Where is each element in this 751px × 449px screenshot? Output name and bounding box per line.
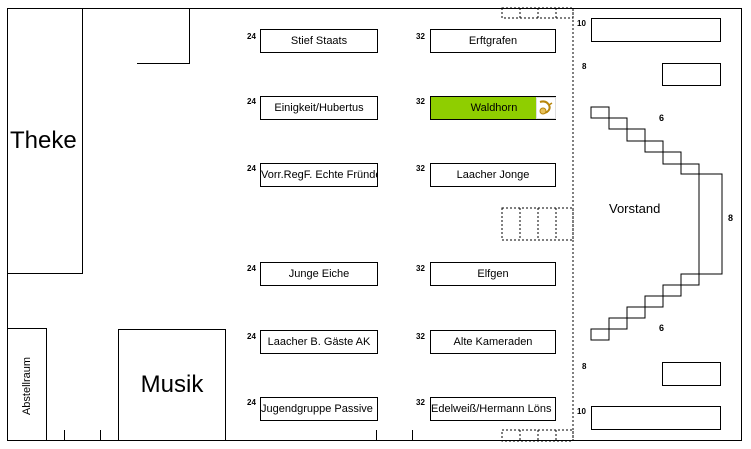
seat-count: 32	[416, 332, 425, 341]
table-box	[591, 406, 721, 430]
seat-count: 24	[247, 32, 256, 41]
wall-segment	[137, 63, 190, 64]
door-tick	[412, 430, 413, 441]
theke-area: Theke	[7, 8, 83, 274]
table-label: Alte Kameraden	[430, 330, 556, 354]
abstellraum-area: Abstellraum	[7, 328, 47, 441]
musik-label: Musik	[140, 371, 204, 398]
seat-count: 32	[416, 97, 425, 106]
seat-count: 8	[582, 362, 587, 371]
wall-segment	[189, 8, 190, 64]
table-label: Waldhorn	[470, 102, 518, 114]
door-tick	[376, 430, 377, 441]
horn-icon[interactable]	[536, 97, 556, 119]
table-label: Laacher Jonge	[430, 163, 556, 187]
door-tick	[100, 430, 101, 441]
table-label: Jugendgruppe Passive	[260, 397, 378, 421]
seat-count: 8	[582, 62, 587, 71]
seat-count: 32	[416, 264, 425, 273]
table-label: Stief Staats	[260, 29, 378, 53]
table-label: Einigkeit/Hubertus	[260, 96, 378, 120]
table-label: Vorr.RegF. Echte Fründe	[260, 163, 378, 187]
seat-count: 32	[416, 32, 425, 41]
seat-count-vorstand-side: 8	[728, 213, 734, 223]
seat-count: 24	[247, 264, 256, 273]
table-label: Erftgrafen	[430, 29, 556, 53]
table-box	[662, 362, 721, 386]
table-label: Junge Eiche	[260, 262, 378, 286]
table-box	[662, 63, 721, 86]
musik-area: Musik	[118, 329, 226, 441]
table-label: Laacher B. Gäste AK	[260, 330, 378, 354]
table-label: Edelweiß/Hermann Löns	[430, 397, 556, 421]
seat-count: 24	[247, 398, 256, 407]
seat-count-lower-stair: 6	[659, 323, 665, 333]
seat-count: 10	[577, 19, 586, 28]
table-box	[591, 18, 721, 42]
seat-count: 10	[577, 407, 586, 416]
theke-label: Theke	[10, 127, 77, 154]
seat-count: 24	[247, 164, 256, 173]
door-tick	[64, 430, 65, 441]
seat-count: 24	[247, 332, 256, 341]
table-label-selected: Waldhorn	[430, 96, 556, 120]
table-label: Elfgen	[430, 262, 556, 286]
vorstand-label: Vorstand	[609, 201, 661, 216]
seat-count: 32	[416, 398, 425, 407]
seat-count: 24	[247, 97, 256, 106]
seat-count: 32	[416, 164, 425, 173]
seat-count-upper-stair: 6	[659, 113, 665, 123]
